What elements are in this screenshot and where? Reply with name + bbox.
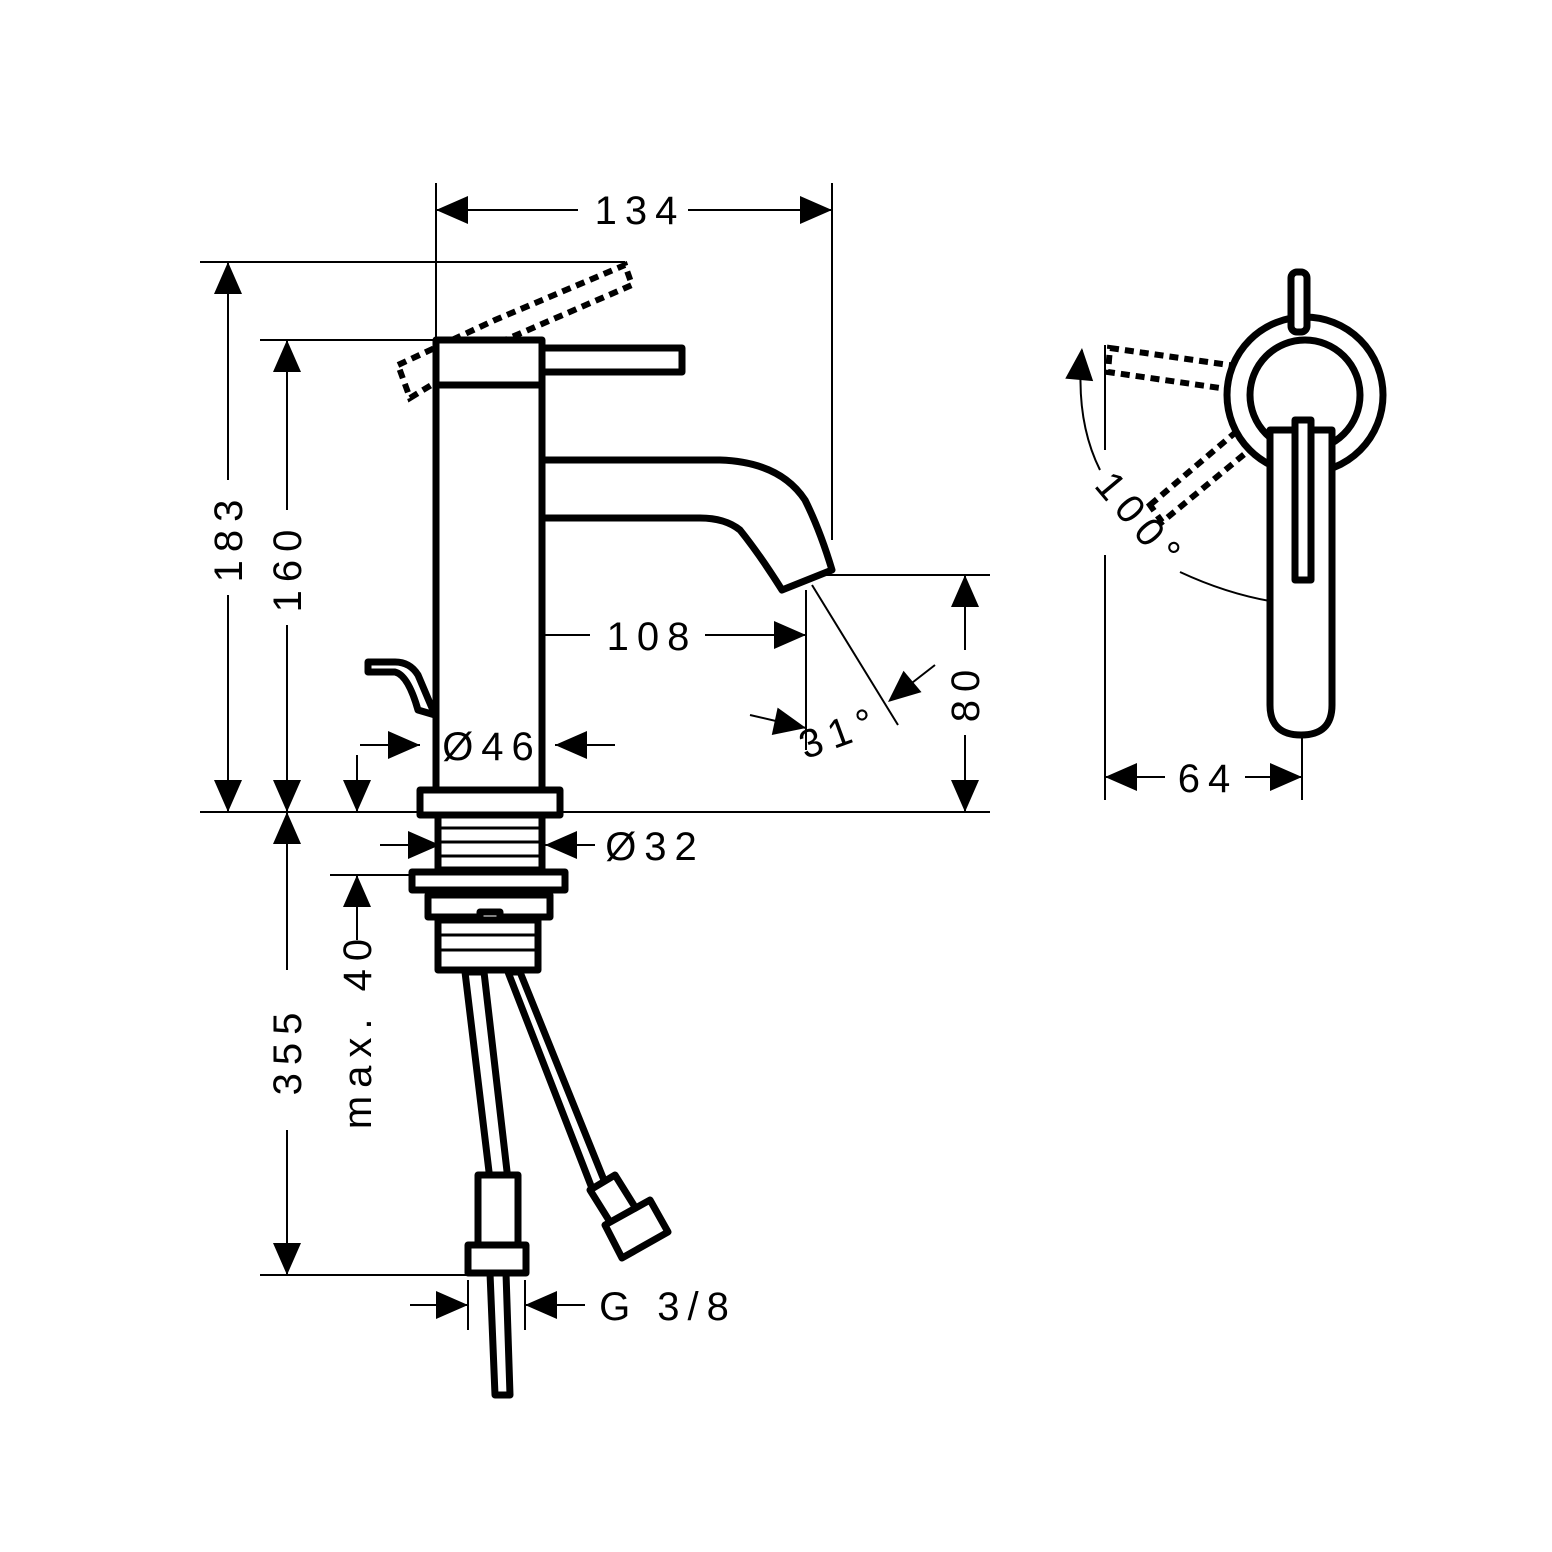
dim-80: 80	[944, 662, 988, 723]
faucet-side-view	[364, 260, 836, 1399]
dim-g-3-8: G 3/8	[599, 1285, 737, 1329]
dim-108: 108	[607, 615, 698, 659]
dim-31-deg: 31°	[793, 698, 887, 768]
faucet-front-view	[1104, 268, 1387, 739]
dim-max-40: max. 40	[336, 931, 380, 1129]
dim-diameter-32: Ø32	[605, 825, 705, 869]
dim-160: 160	[266, 522, 310, 613]
dim-64: 64	[1178, 757, 1239, 801]
dim-355: 355	[266, 1005, 310, 1096]
dim-183: 183	[207, 492, 251, 583]
dimension-lines	[214, 196, 1304, 1319]
dim-diameter-46: Ø46	[442, 725, 542, 769]
extension-lines	[200, 183, 1303, 1330]
dim-134: 134	[595, 189, 686, 233]
